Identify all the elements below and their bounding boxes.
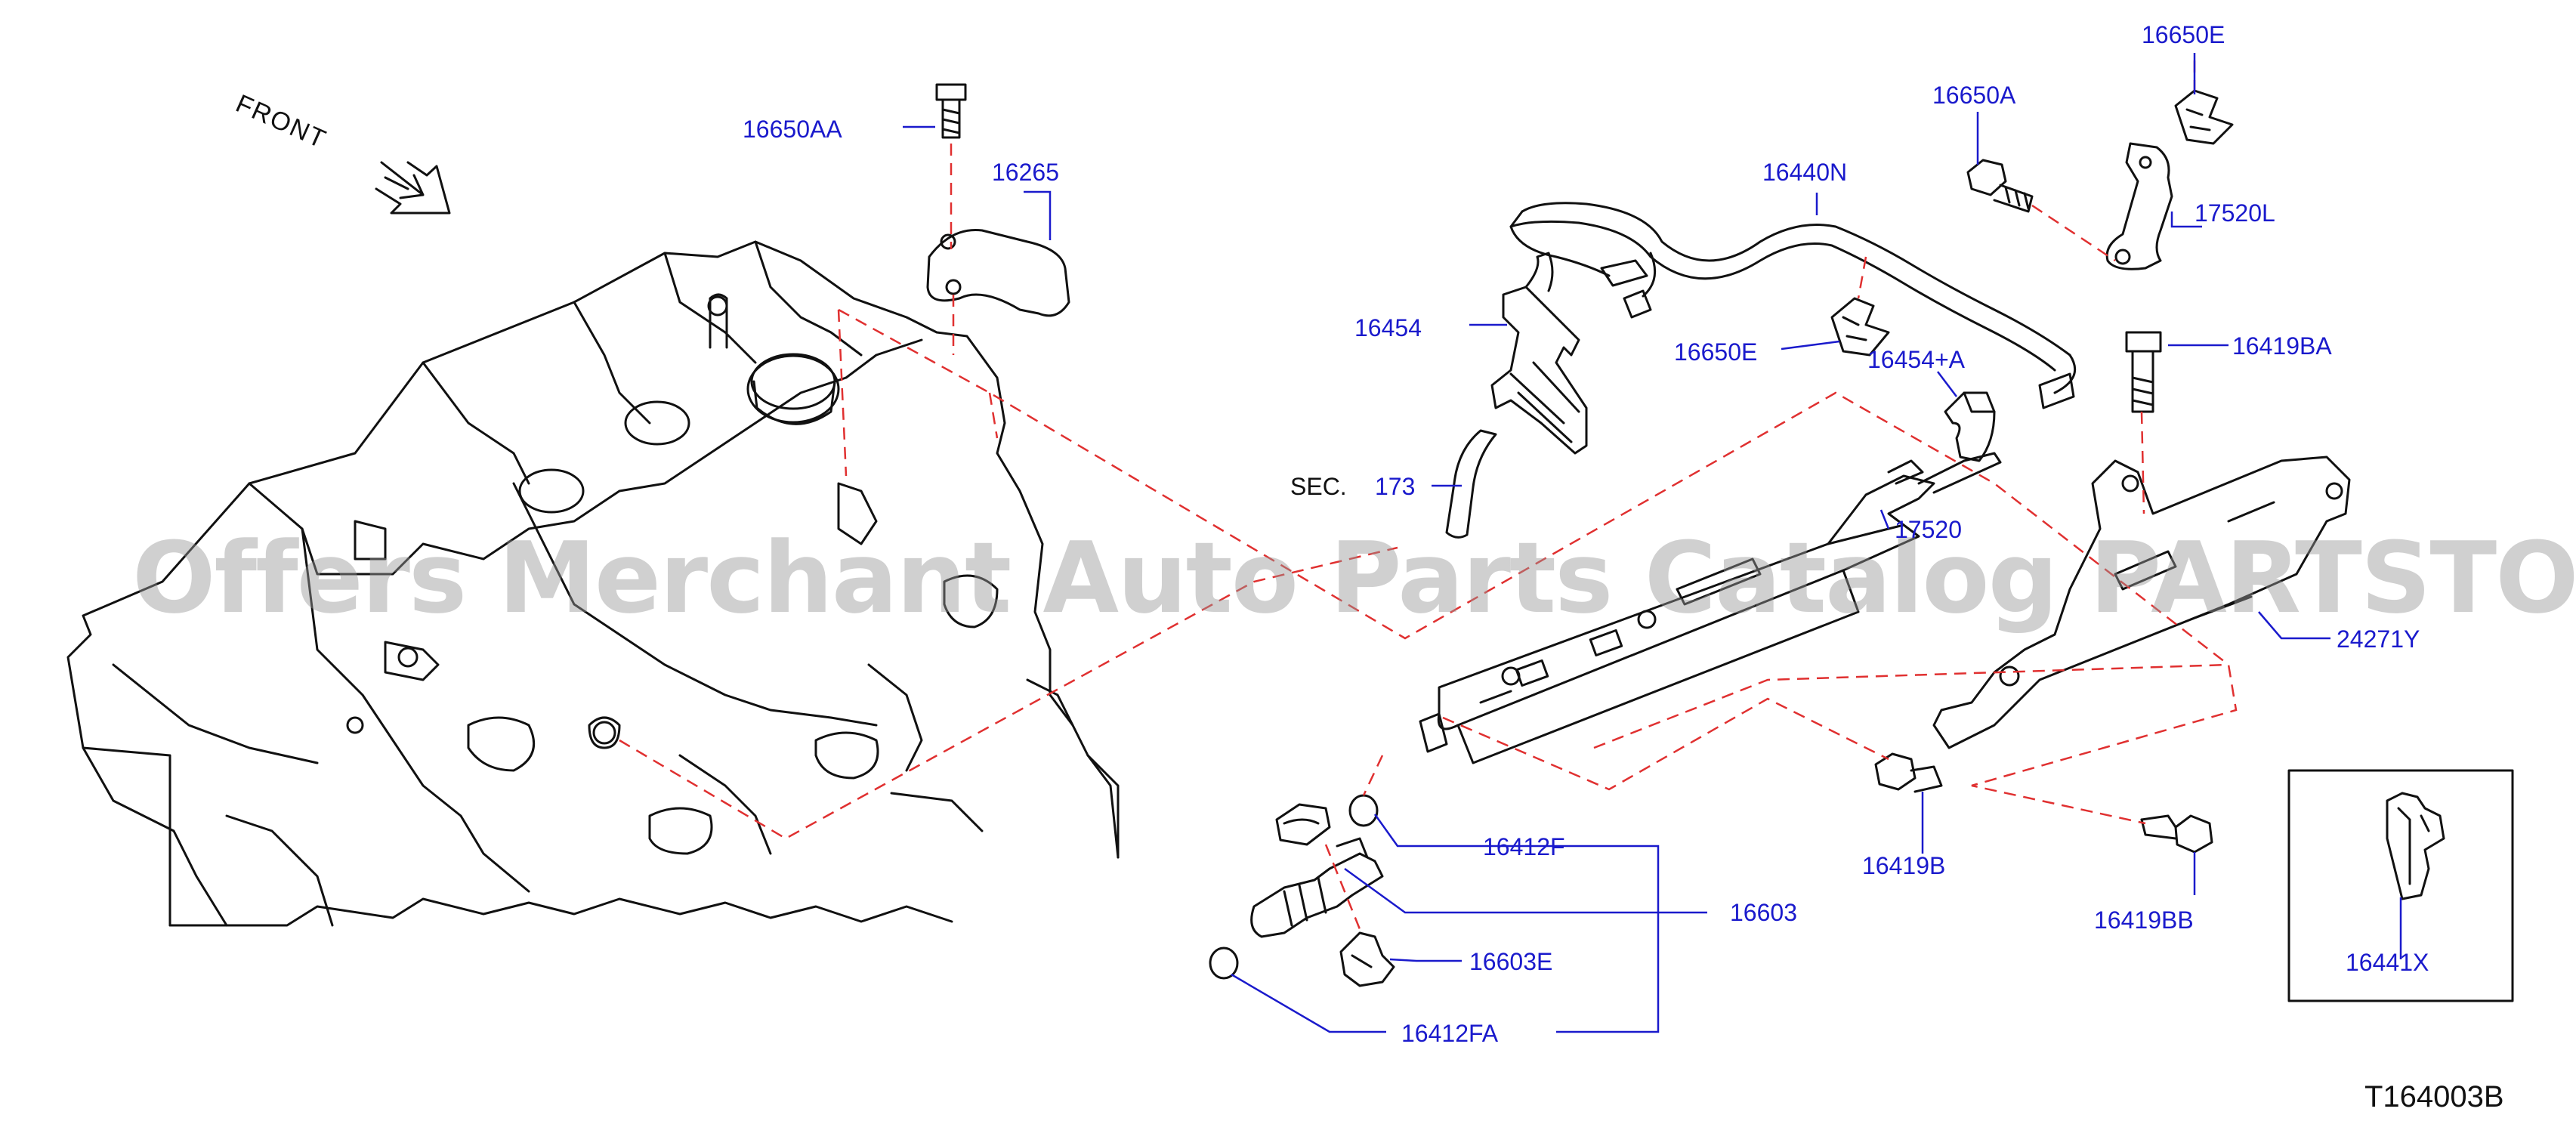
- fuel-rail-17520-drawing: [1419, 452, 2002, 764]
- part-label-16454[interactable]: 16454: [1354, 314, 1422, 341]
- leader-lines: [903, 53, 2402, 1033]
- part-label-16650E-mid[interactable]: 16650E: [1674, 338, 1758, 366]
- clamp-16454A-drawing: [1944, 391, 1996, 462]
- clip-16650E-top-drawing: [2174, 89, 2234, 145]
- front-arrow-icon: [375, 161, 451, 215]
- part-label-16650E-top[interactable]: 16650E: [2142, 21, 2225, 48]
- part-label-16650A[interactable]: 16650A: [1932, 82, 2016, 109]
- assembly-guide-lines: [619, 60, 2238, 930]
- part-label-16454A[interactable]: 16454+A: [1867, 346, 1966, 373]
- part-label-16419B[interactable]: 16419B: [1862, 852, 1946, 879]
- part-label-16412F[interactable]: 16412F: [1483, 833, 1565, 860]
- drawing-code: T164003B: [2364, 1080, 2504, 1113]
- part-label-17520L[interactable]: 17520L: [2195, 199, 2275, 227]
- injector-16603-drawing: [1250, 803, 1384, 938]
- clip-16650E-mid-drawing: [1830, 297, 1890, 357]
- part-label-24271Y[interactable]: 24271Y: [2337, 625, 2420, 653]
- watermark-text: Offers Merchant Auto Parts Catalog PARTS…: [132, 520, 2576, 635]
- part-label-16419BA[interactable]: 16419BA: [2232, 332, 2332, 360]
- bolt-16419BA-drawing: [2125, 331, 2162, 413]
- bolt-16419B-drawing: [1874, 752, 1943, 793]
- part-label-16419BB[interactable]: 16419BB: [2094, 906, 2194, 934]
- bracket-16454-drawing: [1490, 252, 1588, 455]
- part-label-16650AA[interactable]: 16650AA: [743, 116, 842, 143]
- fuel-hose-drawing: [1509, 202, 2077, 409]
- sec-number-173[interactable]: 173: [1375, 473, 1416, 500]
- bolt-16419BB-drawing: [2140, 814, 2213, 854]
- part-label-16440N[interactable]: 16440N: [1762, 159, 1848, 186]
- engine-block-drawing: [66, 240, 1120, 927]
- bracket-24271Y-drawing: [1932, 456, 2351, 749]
- part-label-16441X[interactable]: 16441X: [2346, 949, 2429, 976]
- o-ring-16412FA-drawing: [1209, 947, 1239, 980]
- bolt-16650AA-drawing: [935, 83, 967, 139]
- bolt-16650A-drawing: [1966, 159, 2034, 213]
- clip-16603E-drawing: [1339, 931, 1395, 987]
- part-label-16603[interactable]: 16603: [1730, 899, 1797, 926]
- clip-16441X-drawing: [2386, 792, 2445, 900]
- hose-sec173-drawing: [1445, 429, 1497, 539]
- part-label-16265[interactable]: 16265: [992, 159, 1059, 186]
- detail-box-16441X: [2287, 769, 2514, 1002]
- bracket-16265-drawing: [926, 228, 1070, 317]
- part-label-16412FA[interactable]: 16412FA: [1401, 1020, 1499, 1047]
- sec-prefix-label: SEC.: [1290, 473, 1347, 500]
- o-ring-16412F-drawing: [1348, 794, 1379, 827]
- part-label-16603E[interactable]: 16603E: [1469, 948, 1553, 975]
- bracket-17520L-drawing: [2105, 142, 2173, 270]
- part-label-17520[interactable]: 17520: [1895, 516, 1962, 543]
